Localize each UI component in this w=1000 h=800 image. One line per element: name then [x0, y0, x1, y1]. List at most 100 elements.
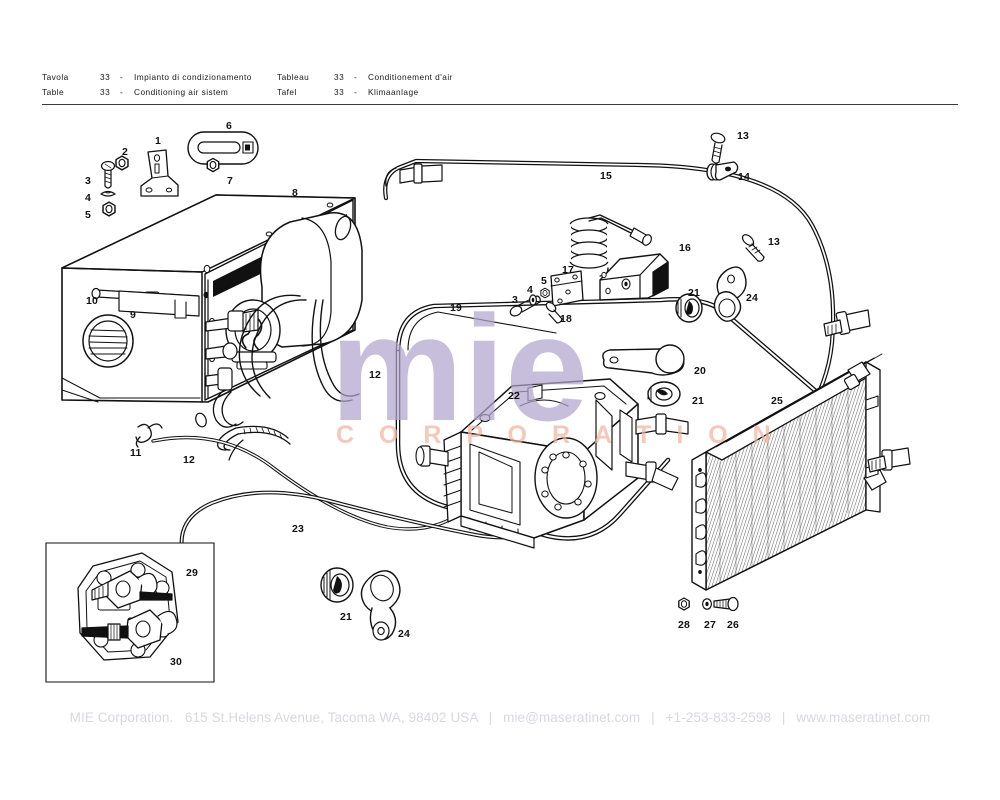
part-screw-13-mid — [741, 234, 765, 262]
part-oval-plate-6 — [187, 131, 259, 165]
callout-3-bolt: 3 — [85, 175, 92, 187]
callout-19-refrigerant-hose: 19 — [450, 302, 463, 314]
watermark-primary-text: mie — [330, 284, 588, 452]
callout-17-mounting-plate: 17 — [562, 264, 575, 276]
header-label-tableau: Tableau — [277, 72, 310, 82]
callout-2-nut: 2 — [122, 146, 129, 158]
part-strap-24a — [713, 266, 747, 322]
callout-12-drain-hose: 12 — [183, 454, 196, 466]
footer-phone: +1-253-833-2598 — [665, 710, 772, 725]
callout-4-washer: 4 — [85, 192, 92, 204]
callout-8-evaporator-unit: 8 — [292, 187, 299, 199]
part-clamp-arm-20 — [602, 344, 685, 376]
callout-21-seal-ring: 21 — [688, 287, 701, 299]
part-nut-28 — [678, 597, 690, 611]
header-desc-italian: Impianto di condizionamento — [134, 72, 252, 82]
callout-27-washer: 27 — [704, 619, 717, 631]
header-divider — [42, 104, 958, 105]
header-row-italian-french: Tavola 33 - Impianto di condizionamento … — [42, 72, 958, 87]
header-label-tavola: Tavola — [42, 72, 69, 82]
callout-15-refrigerant-hose: 15 — [600, 170, 613, 182]
part-plate-17 — [550, 270, 584, 307]
condenser-fittings — [823, 309, 911, 473]
part-washer-4 — [100, 190, 116, 197]
callout-14-hose-clamp: 14 — [738, 171, 751, 183]
callout-22-compressor: 22 — [508, 390, 521, 402]
footer-separator-2: | — [651, 710, 655, 725]
footer-email[interactable]: mie@maseratinet.com — [503, 710, 641, 725]
callout-10-air-vent: 10 — [86, 295, 99, 307]
callout-4-washer: 4 — [527, 284, 534, 296]
callout-30-valve-assembly-lower: 30 — [170, 656, 183, 668]
part-bolt-3b — [509, 295, 541, 317]
part-condenser-25 — [691, 353, 887, 591]
footer-address: 615 St.Helens Avenue, Tacoma WA, 98402 U… — [184, 710, 478, 725]
header-desc-french: Conditionement d'air — [368, 72, 453, 82]
header-dash-tafel: - — [354, 87, 358, 97]
diagram-header: Tavola 33 - Impianto di condizionamento … — [42, 72, 958, 104]
part-clamp-14 — [706, 161, 739, 181]
callout-3-bolt: 3 — [512, 294, 519, 306]
callout-16-thermostat-switch: 16 — [679, 242, 692, 254]
footer-website[interactable]: www.maseratinet.com — [796, 710, 931, 725]
callout-21-seal-ring: 21 — [340, 611, 353, 623]
callout-20-hose-clamp-arm: 20 — [694, 365, 707, 377]
header-dash-tableau: - — [354, 72, 358, 82]
header-row-english-german: Table 33 - Conditioning air sistem Tafel… — [42, 87, 958, 102]
watermark: mie C O R P O R A T I O N — [330, 284, 780, 452]
callout-26-bolt: 26 — [727, 619, 740, 631]
part-thermostat-16 — [569, 214, 669, 301]
part-washer-4b — [528, 294, 538, 306]
inset-valve-detail — [45, 542, 215, 683]
watermark-secondary-text: C O R P O R A T I O N — [336, 421, 780, 449]
callout-23-refrigerant-hose: 23 — [292, 523, 305, 535]
callout-7-nut: 7 — [227, 175, 234, 187]
callout-21-seal-ring: 21 — [692, 395, 705, 407]
part-hose-23 — [151, 435, 584, 589]
callout-18-screw: 18 — [560, 313, 573, 325]
header-number-tableau: 33 — [334, 72, 345, 82]
header-label-table: Table — [42, 87, 65, 97]
callout-9-grille: 9 — [130, 309, 137, 321]
header-number-tafel: 33 — [334, 87, 345, 97]
part-screw-13-top — [710, 132, 726, 164]
part-nut-7 — [206, 157, 220, 173]
callout-13-screw: 13 — [737, 130, 750, 142]
callout-12-drain-hose: 12 — [369, 369, 382, 381]
part-bolt-26 — [713, 596, 739, 612]
callout-29-valve-assembly-upper: 29 — [186, 567, 199, 579]
footer-company: MIE Corporation. — [69, 710, 174, 725]
callout-13-screw: 13 — [768, 236, 781, 248]
part-seal-21c — [320, 567, 354, 603]
callout-5-nut: 5 — [85, 209, 92, 221]
callout-5-nut: 5 — [541, 275, 548, 287]
part-bracket-1 — [140, 149, 179, 197]
header-number-tavola: 33 — [100, 72, 111, 82]
header-label-tafel: Tafel — [277, 87, 297, 97]
part-nut-5 — [102, 201, 116, 217]
part-hose-15 — [383, 158, 836, 473]
header-desc-english: Conditioning air sistem — [134, 87, 229, 97]
callout-1-mounting-bracket: 1 — [155, 135, 162, 147]
footer-separator-3: | — [781, 710, 786, 725]
callout-24-hanger-strap: 24 — [398, 628, 411, 640]
part-seal-21b — [647, 381, 681, 407]
callout-6-oval-plate: 6 — [226, 120, 233, 132]
part-washer-27 — [701, 598, 713, 610]
callout-28-nut: 28 — [678, 619, 691, 631]
part-strap-24b — [360, 570, 401, 641]
footer-separator-1: | — [488, 710, 493, 725]
header-dash-tavola: - — [120, 72, 124, 82]
part-clip-11 — [135, 423, 163, 448]
header-number-table: 33 — [100, 87, 111, 97]
compressor-ports — [415, 413, 689, 491]
part-evaporator-8 — [61, 194, 363, 451]
callout-11-hose-clip: 11 — [130, 447, 142, 459]
callout-25-condenser: 25 — [771, 395, 784, 407]
part-compressor-22 — [443, 378, 639, 549]
part-bolt-3 — [100, 160, 116, 189]
part-seal-21a — [675, 293, 703, 323]
part-nut-2 — [115, 155, 129, 171]
